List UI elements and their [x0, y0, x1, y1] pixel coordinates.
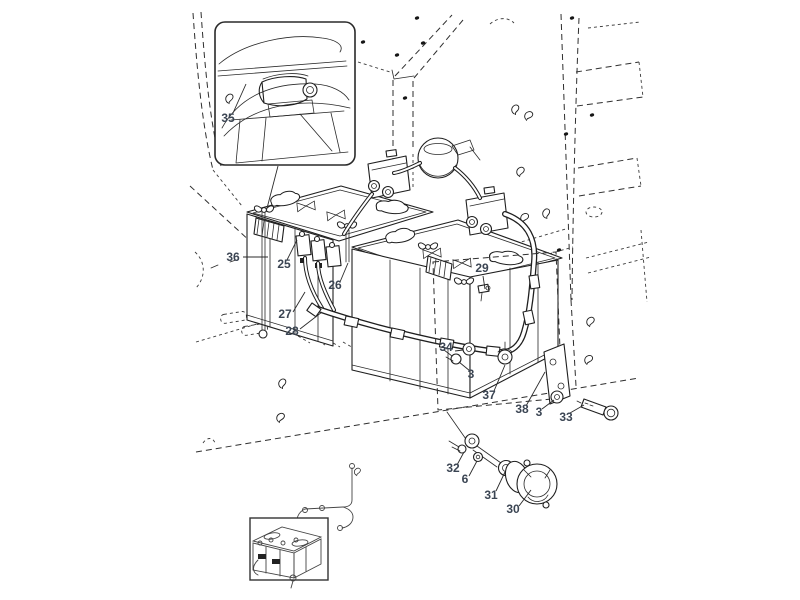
valve-block-right: [465, 186, 509, 236]
washer-34: [462, 342, 476, 356]
battery-cover-left: [246, 185, 434, 242]
pump-30: [504, 459, 558, 509]
callout-32: 32: [446, 461, 460, 475]
callout-27: 27: [278, 307, 292, 321]
callout-3-upper: 3: [468, 367, 475, 381]
rivet-dots: [360, 16, 595, 252]
callout-30: 30: [506, 502, 520, 516]
overview-thumbnail: [249, 463, 361, 589]
inset-frame: [214, 21, 356, 166]
top-canister: [417, 137, 481, 179]
callout-6: 6: [462, 472, 469, 486]
bolt-33: [576, 398, 619, 421]
callout-33: 33: [559, 410, 573, 424]
callout-25: 25: [277, 257, 291, 271]
bolt-32: [448, 440, 467, 454]
callout-labels: 35 36 25 26 27 28 29 34 3 37 38 3 33 32 …: [221, 111, 573, 516]
callout-3-lower: 3: [536, 405, 543, 419]
mounting-panel-outline: [432, 251, 563, 411]
callout-35: 35: [221, 111, 235, 125]
connector-block-cluster: [295, 230, 342, 268]
callout-34: 34: [439, 340, 453, 354]
thumbnail-frame: [249, 517, 329, 581]
bolt-3-upper: [443, 349, 462, 365]
callout-36: 36: [226, 250, 240, 264]
callout-28: 28: [285, 324, 299, 338]
callout-38: 38: [515, 402, 529, 416]
detail-inset: [214, 21, 356, 213]
callout-31: 31: [484, 488, 498, 502]
hold-down-rods: [253, 205, 475, 339]
inset-to-assembly-leader: [265, 165, 279, 213]
clamp-37: [497, 341, 513, 365]
inset-callout-leader: [232, 83, 247, 114]
hose-runs: [303, 161, 541, 357]
battery-box-assembly: [246, 137, 563, 399]
bracket-38: [543, 343, 571, 405]
washer-6: [472, 451, 484, 463]
hose-couplings: [306, 274, 541, 357]
thumbnail-drawing: [251, 526, 323, 589]
callout-26: 26: [328, 278, 342, 292]
inset-drawing: [217, 36, 351, 164]
fastener-parts: [443, 283, 619, 509]
clamp-29: [477, 283, 491, 302]
battery-box-right: [351, 248, 559, 399]
valve-block-left: [367, 149, 411, 199]
callout-37: 37: [482, 388, 496, 402]
callout-29: 29: [475, 261, 489, 275]
callout-leaders: [243, 239, 585, 507]
